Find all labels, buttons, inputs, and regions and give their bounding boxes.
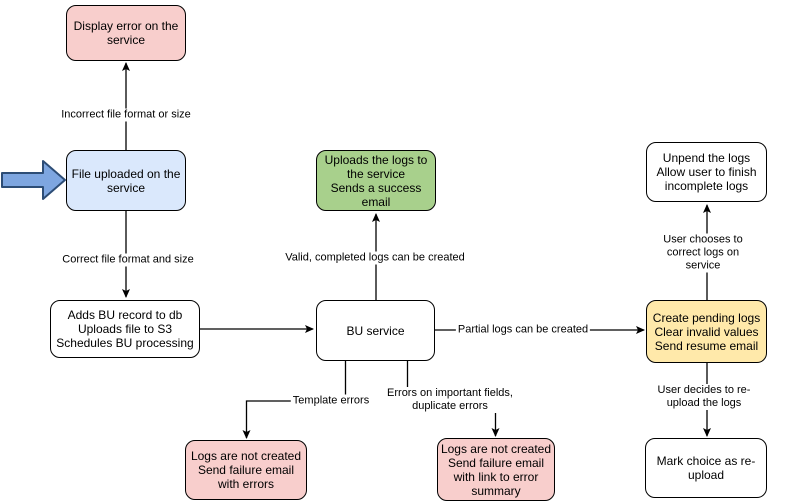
node-file-uploaded-label: File uploaded on the service <box>71 166 181 195</box>
node-display-error: Display error on the service <box>66 5 186 61</box>
node-logs-not-created-errors: Logs are not created Send failure email … <box>185 440 307 500</box>
node-unpend-logs-label: Unpend the logs Allow user to finish inc… <box>656 151 757 193</box>
node-adds-bu-record: Adds BU record to db Uploads file to S3 … <box>50 300 200 358</box>
node-logs-not-created-summary: Logs are not created Send failure email … <box>437 438 555 501</box>
edge-label-user-chooses: User chooses to correct logs on service <box>654 233 752 273</box>
node-file-uploaded: File uploaded on the service <box>66 150 186 211</box>
edge-label-user-decides: User decides to re-upload the logs <box>655 384 753 410</box>
node-uploads-logs-success-label: Uploads the logs to the service Sends a … <box>324 152 428 209</box>
node-create-pending-logs-label: Create pending logs Clear invalid values… <box>652 310 761 353</box>
node-adds-bu-record-label: Adds BU record to db Uploads file to S3 … <box>56 308 194 350</box>
node-mark-choice-reupload-label: Mark choice as re- upload <box>656 454 756 482</box>
edge-label-partial-logs: Partial logs can be created <box>455 323 591 337</box>
node-logs-not-created-summary-label: Logs are not created Send failure email … <box>440 441 552 498</box>
node-uploads-logs-success: Uploads the logs to the service Sends a … <box>316 150 436 211</box>
node-logs-not-created-errors-label: Logs are not created Send failure email … <box>190 449 302 491</box>
edge-label-valid-logs: Valid, completed logs can be created <box>283 251 467 265</box>
edge-label-important-errors: Errors on important fields, duplicate er… <box>385 387 515 413</box>
node-bu-service: BU service <box>316 300 435 361</box>
node-bu-service-label: BU service <box>346 323 405 338</box>
node-create-pending-logs: Create pending logs Clear invalid values… <box>646 300 767 363</box>
edge-label-template-errors: Template errors <box>290 394 372 408</box>
edge-label-correct-format: Correct file format and size <box>60 253 196 267</box>
node-unpend-logs: Unpend the logs Allow user to finish inc… <box>646 142 767 202</box>
edge-label-incorrect-format: Incorrect file format or size <box>59 108 193 122</box>
node-mark-choice-reupload: Mark choice as re- upload <box>645 438 767 498</box>
node-display-error-label: Display error on the service <box>73 19 179 47</box>
input-pointer-arrow <box>1 160 66 200</box>
